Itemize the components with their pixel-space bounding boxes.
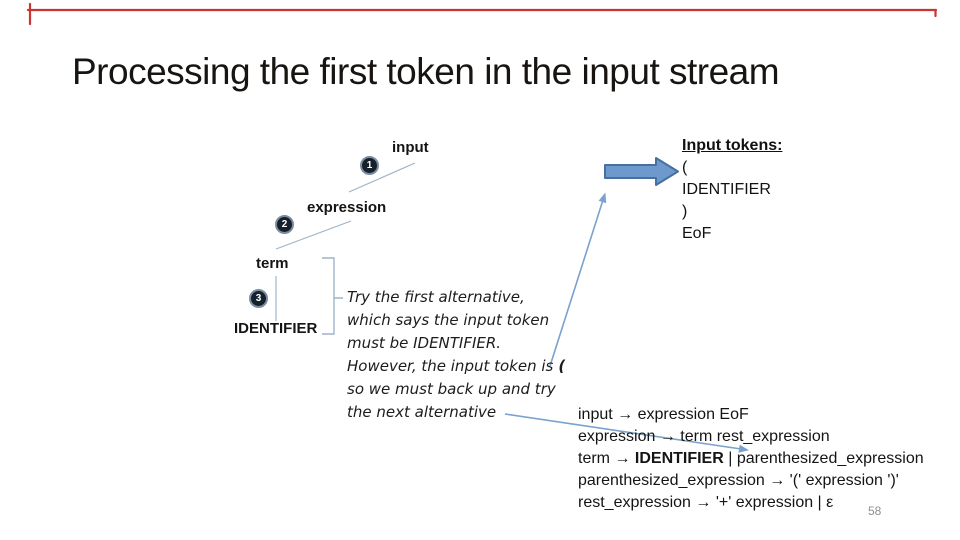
grammar-rule: input → expression EoF: [578, 406, 749, 423]
note-bracket: [322, 257, 343, 335]
note-line: must be IDENTIFIER.: [347, 334, 502, 352]
note-line: the next alternative: [347, 403, 497, 421]
token-item: (: [682, 159, 688, 176]
input-tokens-list: ( IDENTIFIER ) EoF: [682, 157, 771, 245]
note-line: so we must back up and try: [347, 380, 556, 398]
tree-node-identifier: IDENTIFIER: [234, 320, 318, 337]
note-line: which says the input token: [347, 311, 550, 329]
step-marker-2: 2: [275, 215, 294, 234]
tree-node-expression: expression: [307, 199, 387, 216]
tree-edge-input-expression: [348, 162, 416, 193]
grammar-rule: parenthesized_expression → '(' expressio…: [578, 472, 899, 489]
slide-title: Processing the first token in the input …: [72, 51, 780, 92]
note-line: Try the first alternative,: [347, 288, 525, 306]
grammar-rules: input → expression EoF expression → term…: [578, 404, 924, 514]
grammar-rule: expression → term rest_expression: [578, 428, 830, 445]
token-item: EoF: [682, 225, 712, 242]
grammar-rule: term → IDENTIFIER | parenthesized_expres…: [578, 450, 924, 467]
red-top-border-line: [26, 2, 938, 26]
input-pointer-arrow-icon: [604, 157, 679, 186]
note-line: However, the input token is(: [347, 357, 566, 375]
grammar-rule: rest_expression → '+' expression | ε: [578, 494, 834, 511]
explanation-note: Try the first alternative, which says th…: [347, 286, 565, 424]
step-marker-1: 1: [360, 156, 379, 175]
token-item: IDENTIFIER: [682, 181, 771, 198]
page-number: 58: [868, 504, 882, 518]
note-paren-token: (: [558, 357, 566, 375]
tree-node-input: input: [392, 139, 429, 156]
token-item: ): [682, 203, 688, 220]
step-marker-3: 3: [249, 289, 268, 308]
tree-node-term: term: [256, 255, 289, 272]
input-tokens-heading: Input tokens:: [682, 137, 783, 154]
